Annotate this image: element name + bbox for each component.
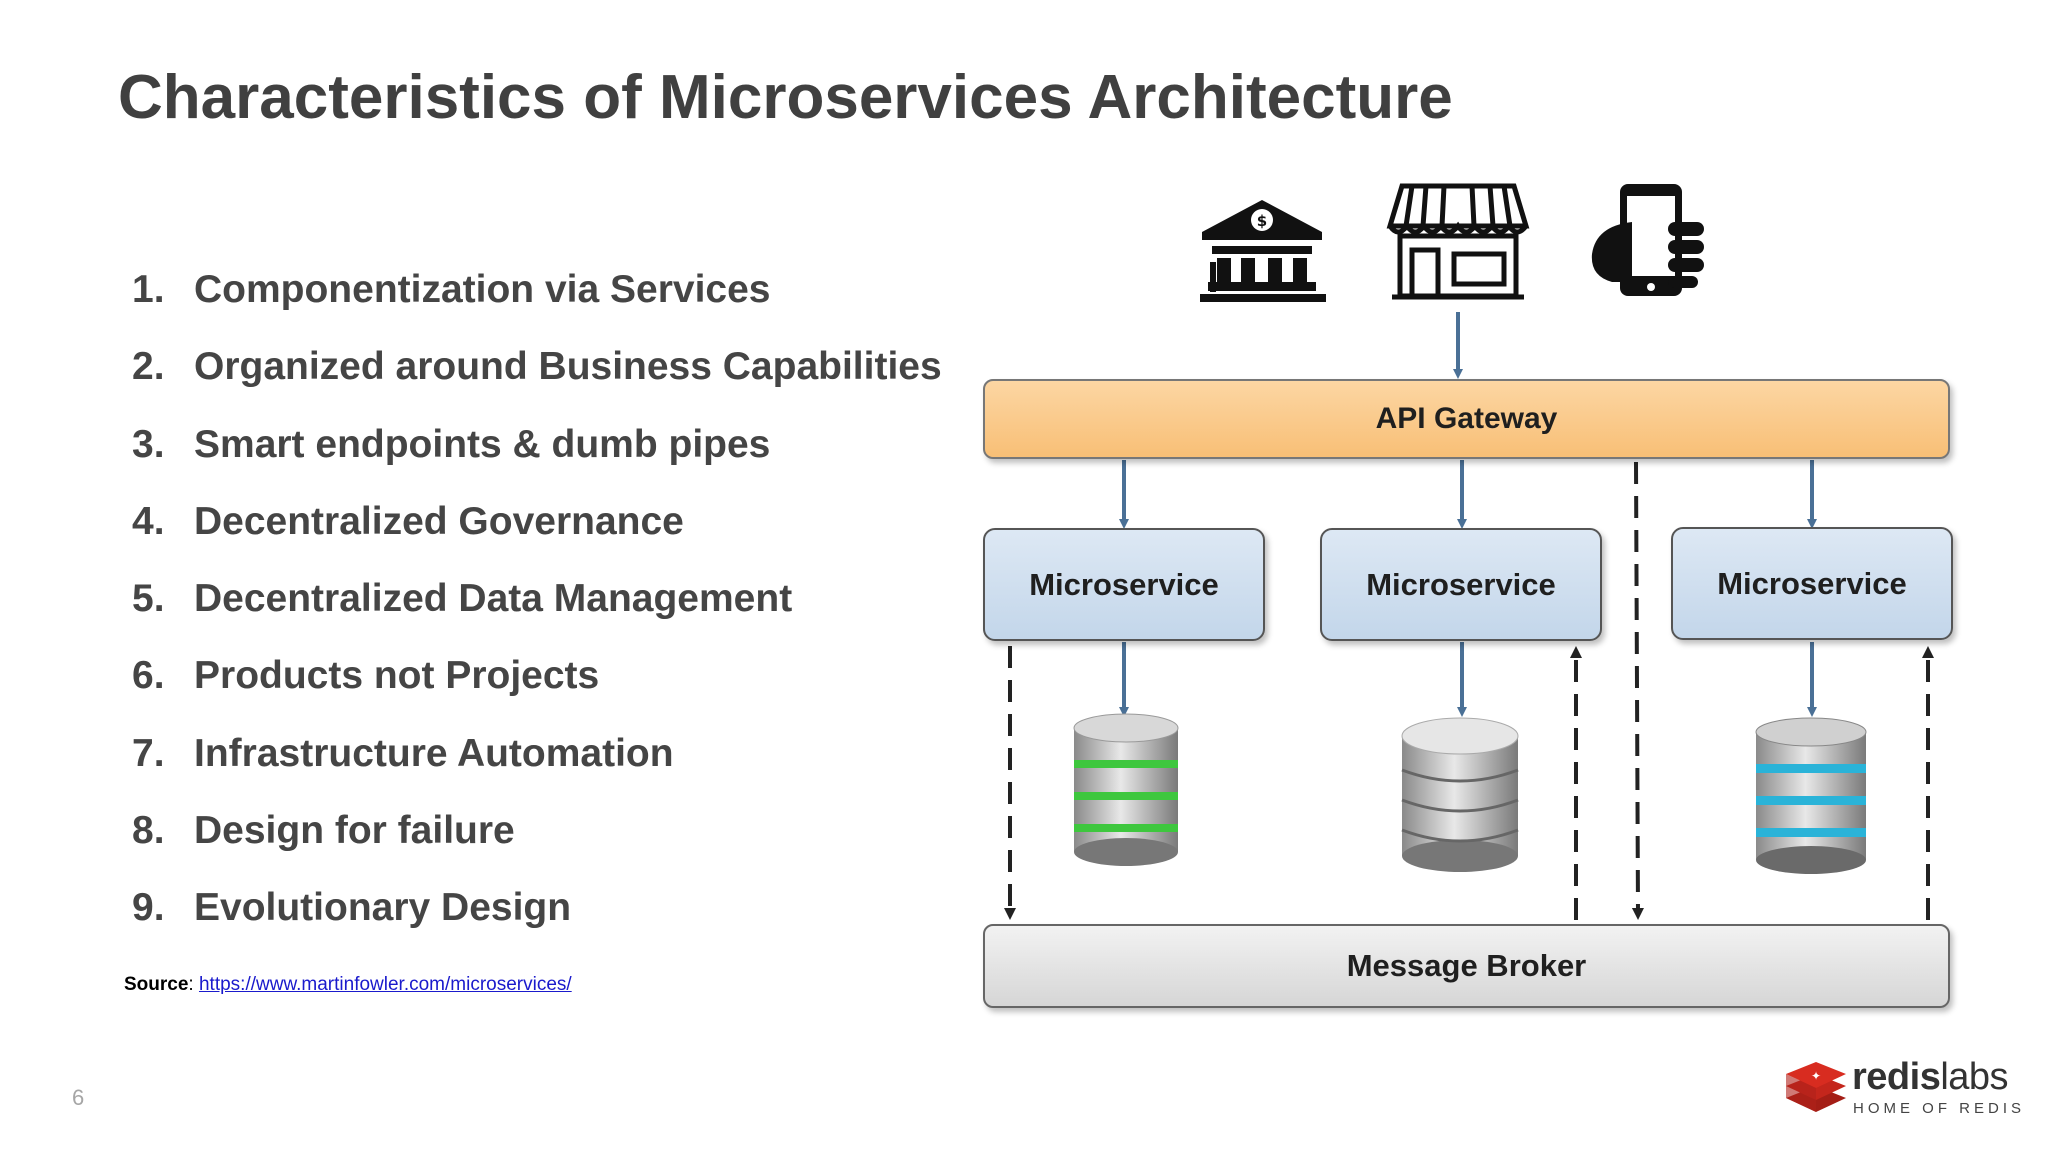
list-number: 3.: [132, 422, 165, 466]
list-number: 5.: [132, 577, 165, 621]
list-item: 1. Componentization via Services: [132, 268, 942, 345]
list-text: Products not Projects: [194, 654, 600, 698]
brand-word-bold: redis: [1852, 1056, 1941, 1098]
database-icon: [1401, 717, 1519, 872]
source-citation: Source: https://www.martinfowler.com/mic…: [124, 974, 572, 996]
list-text: Organized around Business Capabilities: [194, 345, 942, 389]
microservice-box: Microservice: [983, 528, 1265, 641]
list-number: 7.: [132, 731, 165, 775]
list-item: 5. Decentralized Data Management: [132, 577, 942, 654]
characteristics-list: 1. Componentization via Services 2. Organi…: [132, 268, 942, 964]
list-text: Decentralized Governance: [194, 499, 684, 543]
list-item: 3. Smart endpoints & dumb pipes: [132, 423, 942, 500]
list-text: Infrastructure Automation: [194, 731, 674, 775]
list-text: Evolutionary Design: [194, 886, 572, 930]
database-icon: [1073, 713, 1179, 866]
list-item: 9. Evolutionary Design: [132, 886, 942, 963]
microservice-box: Microservice: [1671, 527, 1953, 640]
list-number: 9.: [132, 886, 165, 930]
list-number: 2.: [132, 345, 165, 389]
mobile-phone-icon: [1591, 184, 1704, 296]
brand-wordmark: redislabs: [1852, 1056, 2009, 1099]
list-text: Smart endpoints & dumb pipes: [194, 422, 771, 466]
bank-icon: $: [1200, 200, 1326, 302]
source-link[interactable]: https://www.martinfowler.com/microservic…: [198, 974, 572, 995]
brand-tagline: HOME OF REDIS: [1853, 1100, 2026, 1117]
list-item: 6. Products not Projects: [132, 654, 942, 731]
list-text: Decentralized Data Management: [194, 577, 793, 621]
redis-logo-icon: ✦: [1786, 1062, 1846, 1112]
source-label: Source: [124, 974, 189, 995]
message-broker: Message Broker: [983, 924, 1950, 1008]
list-number: 6.: [132, 654, 165, 698]
list-text: Componentization via Services: [194, 268, 771, 311]
store-icon: [1386, 183, 1530, 300]
slide-title: Characteristics of Microservices Archite…: [118, 63, 1453, 132]
list-item: 8. Design for failure: [132, 809, 942, 886]
microservice-box: Microservice: [1320, 528, 1602, 641]
svg-text:✦: ✦: [1811, 1069, 1821, 1083]
svg-text:$: $: [1257, 212, 1267, 230]
gateway-to-broker-dashed-arrow: [1631, 461, 1644, 920]
list-number: 4.: [132, 499, 165, 543]
list-number: 1.: [132, 268, 165, 311]
list-text: Design for failure: [194, 809, 515, 853]
list-number: 8.: [132, 809, 165, 853]
list-item: 4. Decentralized Governance: [132, 500, 942, 577]
list-item: 7. Infrastructure Automation: [132, 732, 942, 809]
page-number: 6: [72, 1085, 85, 1110]
source-separator: :: [188, 974, 199, 995]
list-item: 2. Organized around Business Capabilities: [132, 345, 942, 422]
database-icon: [1755, 717, 1867, 874]
brand-word-light: labs: [1940, 1056, 2009, 1098]
api-gateway: API Gateway: [983, 379, 1950, 459]
